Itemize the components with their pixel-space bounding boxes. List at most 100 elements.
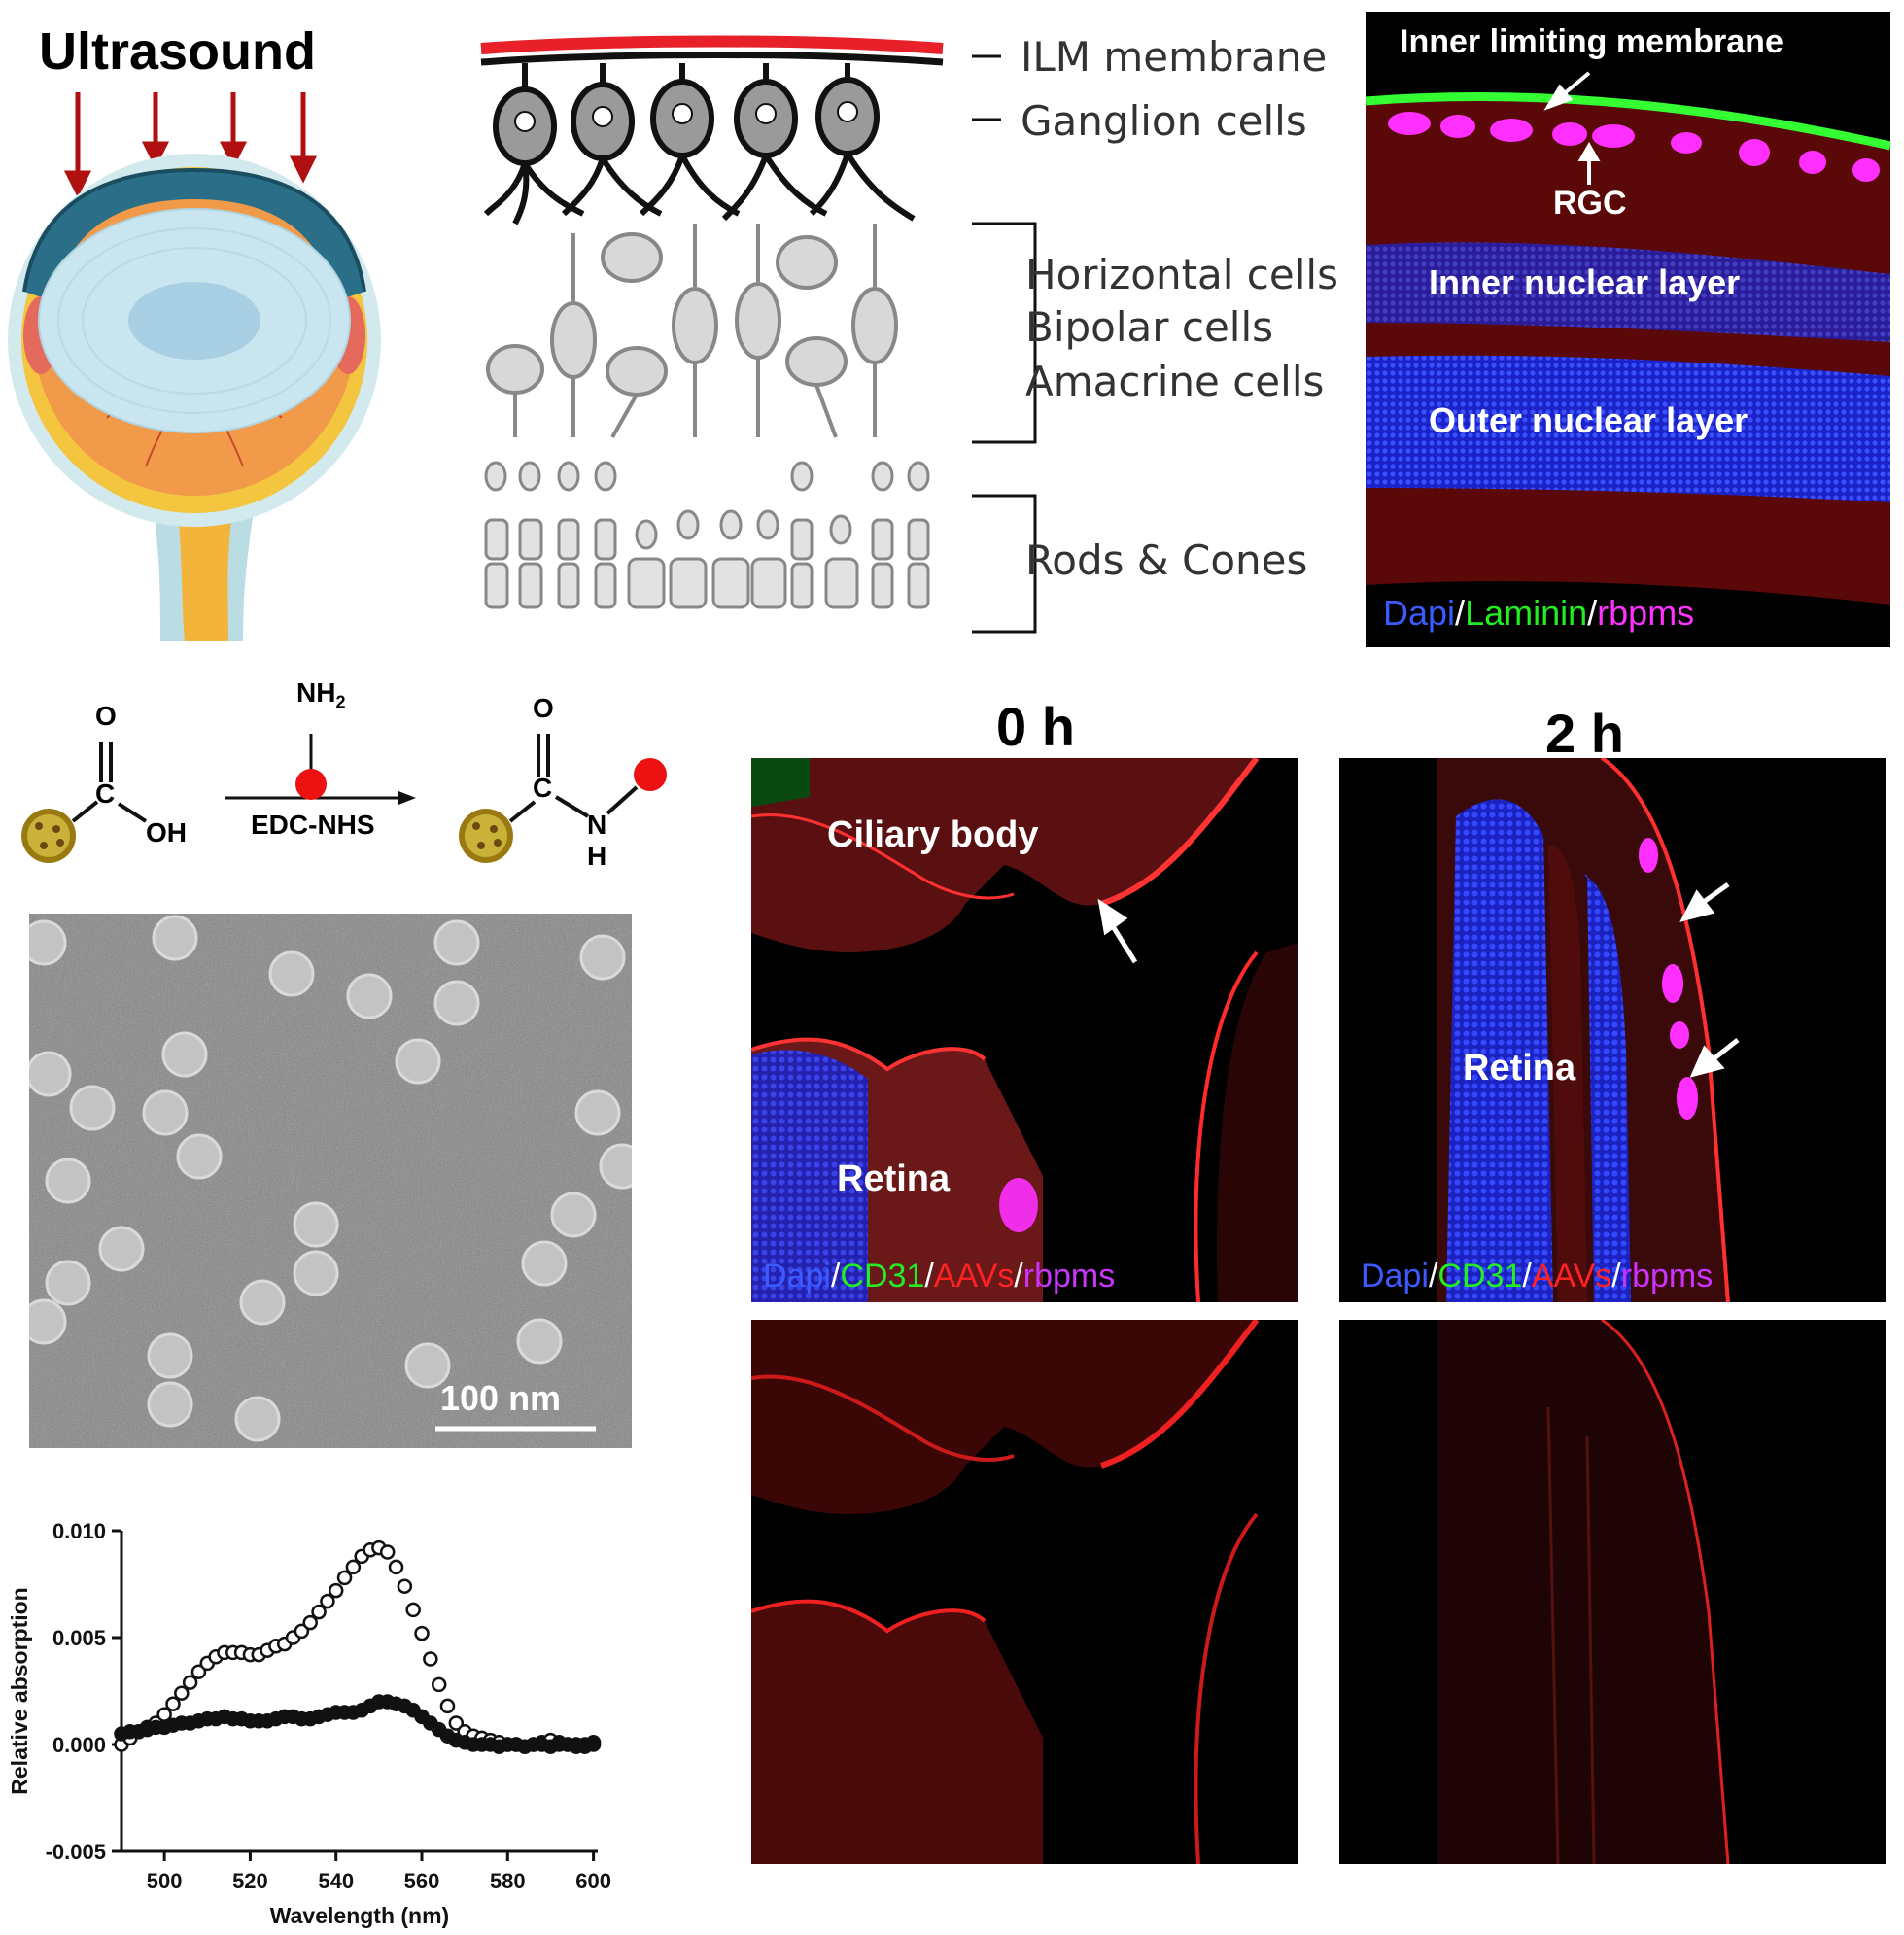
data-point-open bbox=[405, 1602, 421, 1618]
label-ciliary-body: Ciliary body bbox=[827, 814, 1039, 855]
data-point-open bbox=[414, 1625, 430, 1641]
stain-aavs: AAVs bbox=[933, 1258, 1015, 1295]
tem-particles bbox=[29, 914, 632, 1448]
data-point-open bbox=[165, 1696, 181, 1711]
ultrasound-arrows bbox=[63, 92, 318, 198]
stain-sep: / bbox=[1522, 1258, 1532, 1295]
reagent-label: EDC-NHS bbox=[251, 810, 375, 840]
micrograph-0h-aav-image bbox=[751, 1320, 1260, 1864]
data-point-open bbox=[431, 1676, 447, 1693]
stain-cd31: CD31 bbox=[1437, 1258, 1523, 1295]
x-tick-label: 560 bbox=[404, 1869, 440, 1893]
stain-sep: / bbox=[1611, 1258, 1621, 1295]
micrograph-0h-aav-channel bbox=[751, 1320, 1298, 1864]
stain-rbpms: rbpms bbox=[1597, 593, 1695, 633]
atom-o-left: O bbox=[95, 701, 117, 731]
ganglion-cells bbox=[483, 63, 916, 225]
data-point-open bbox=[448, 1715, 465, 1731]
micrograph-2h-merged: Retina Dapi/CD31/AAVs/rbpms bbox=[1339, 758, 1886, 1302]
micrograph-2h-merged-image bbox=[1437, 758, 1740, 1302]
label-rgc: RGC bbox=[1553, 185, 1627, 222]
atom-c-right: C bbox=[533, 773, 553, 803]
label-retina-2h: Retina bbox=[1463, 1048, 1576, 1088]
reagent-sub: 2 bbox=[335, 692, 346, 712]
atom-oh-left: OH bbox=[146, 817, 187, 847]
data-point-open bbox=[320, 1593, 335, 1609]
y-axis-label: Relative absorption bbox=[7, 1587, 32, 1794]
schematic-brackets bbox=[972, 54, 1037, 634]
data-point-open bbox=[379, 1544, 396, 1560]
data-point-open bbox=[328, 1582, 344, 1599]
retina-schematic: ILM membrane Ganglion cells Horizontal c… bbox=[476, 19, 1338, 641]
scale-bar-label: 100 nm bbox=[440, 1378, 562, 1418]
x-tick-label: 520 bbox=[232, 1869, 268, 1893]
data-point-open bbox=[336, 1570, 353, 1586]
stain-aavs: AAVs bbox=[1531, 1258, 1612, 1295]
x-tick-label: 500 bbox=[147, 1869, 183, 1893]
micrograph-2h-aav-channel bbox=[1339, 1320, 1886, 1864]
reaction-drawing bbox=[21, 734, 667, 863]
label-bipolar-cells: Bipolar cells bbox=[1025, 303, 1274, 351]
eye-illustration bbox=[8, 92, 381, 641]
data-point-filled bbox=[585, 1737, 602, 1752]
tem-image: 100 nm bbox=[29, 914, 632, 1448]
stain-sep: / bbox=[1014, 1258, 1023, 1295]
label-rods-cones: Rods & Cones bbox=[1025, 536, 1308, 584]
stain-cd31: CD31 bbox=[840, 1258, 925, 1295]
atom-n-right: N bbox=[587, 810, 607, 840]
x-axis-label: Wavelength (nm) bbox=[270, 1903, 449, 1928]
label-horizontal-cells: Horizontal cells bbox=[1025, 251, 1338, 298]
label-ilm-membrane: ILM membrane bbox=[1021, 33, 1328, 81]
reaction-scheme: O C OH NH2 EDC-NHS O C N H bbox=[0, 675, 700, 880]
data-point-open bbox=[311, 1604, 327, 1620]
data-point-open bbox=[388, 1559, 404, 1575]
label-retina-0h: Retina bbox=[837, 1158, 951, 1199]
label-outer-nuclear-layer: Outer nuclear layer bbox=[1429, 400, 1748, 440]
label-amacrine-cells: Amacrine cells bbox=[1025, 358, 1325, 405]
stain-sep: / bbox=[830, 1258, 841, 1295]
retina-micrograph: Inner limiting membrane RGC Inner nuclea… bbox=[1366, 12, 1890, 647]
y-tick-label: -0.005 bbox=[46, 1840, 106, 1864]
time-label-0h: 0 h bbox=[996, 696, 1075, 757]
chart-marks bbox=[114, 1539, 602, 1754]
x-tick-label: 600 bbox=[575, 1869, 611, 1893]
atom-c-left: C bbox=[95, 778, 116, 809]
data-point-open bbox=[190, 1664, 207, 1679]
data-point-open bbox=[345, 1559, 362, 1575]
atom-h-right: H bbox=[587, 841, 607, 871]
stain-rbpms: rbpms bbox=[1620, 1258, 1714, 1295]
label-inner-nuclear-layer: Inner nuclear layer bbox=[1429, 262, 1741, 302]
micrograph-2h-aav-image bbox=[1437, 1320, 1730, 1864]
aav-particle-left bbox=[21, 809, 76, 863]
retina-cell-diagram bbox=[480, 35, 944, 609]
stain-legend-top: Dapi/Laminin/rbpms bbox=[1383, 593, 1694, 634]
atom-o-right: O bbox=[533, 693, 554, 723]
stain-sep: / bbox=[1455, 593, 1466, 633]
stain-laminin: Laminin bbox=[1465, 593, 1588, 633]
stain-dapi: Dapi bbox=[1361, 1258, 1429, 1295]
eye-panel: Ultrasound bbox=[0, 0, 389, 641]
stain-dapi: Dapi bbox=[763, 1258, 831, 1295]
label-ganglion-cells: Ganglion cells bbox=[1021, 97, 1307, 145]
stain-rbpms: rbpms bbox=[1022, 1258, 1116, 1295]
aav-particle-right bbox=[459, 809, 513, 863]
retina-micrograph-image bbox=[1366, 71, 1890, 647]
x-tick-label: 580 bbox=[490, 1869, 526, 1893]
stain-legend-2h: Dapi/CD31/AAVs/rbpms bbox=[1361, 1258, 1713, 1296]
y-tick-label: 0.005 bbox=[52, 1626, 106, 1650]
stain-sep: / bbox=[1587, 593, 1598, 633]
inner-cells bbox=[486, 232, 898, 397]
data-point-open bbox=[174, 1685, 190, 1701]
data-point-open bbox=[423, 1651, 438, 1667]
stain-legend-0h: Dapi/CD31/AAVs/rbpms bbox=[763, 1258, 1115, 1296]
label-inner-limiting-membrane: Inner limiting membrane bbox=[1400, 23, 1783, 60]
ultrasound-title: Ultrasound bbox=[39, 22, 317, 81]
stain-sep: / bbox=[924, 1258, 934, 1295]
data-point-open bbox=[294, 1623, 310, 1640]
x-tick-label: 540 bbox=[318, 1869, 354, 1893]
data-point-open bbox=[397, 1578, 413, 1594]
micrograph-0h-merged-image bbox=[751, 758, 1298, 1302]
reagent-nh: NH bbox=[296, 677, 336, 708]
